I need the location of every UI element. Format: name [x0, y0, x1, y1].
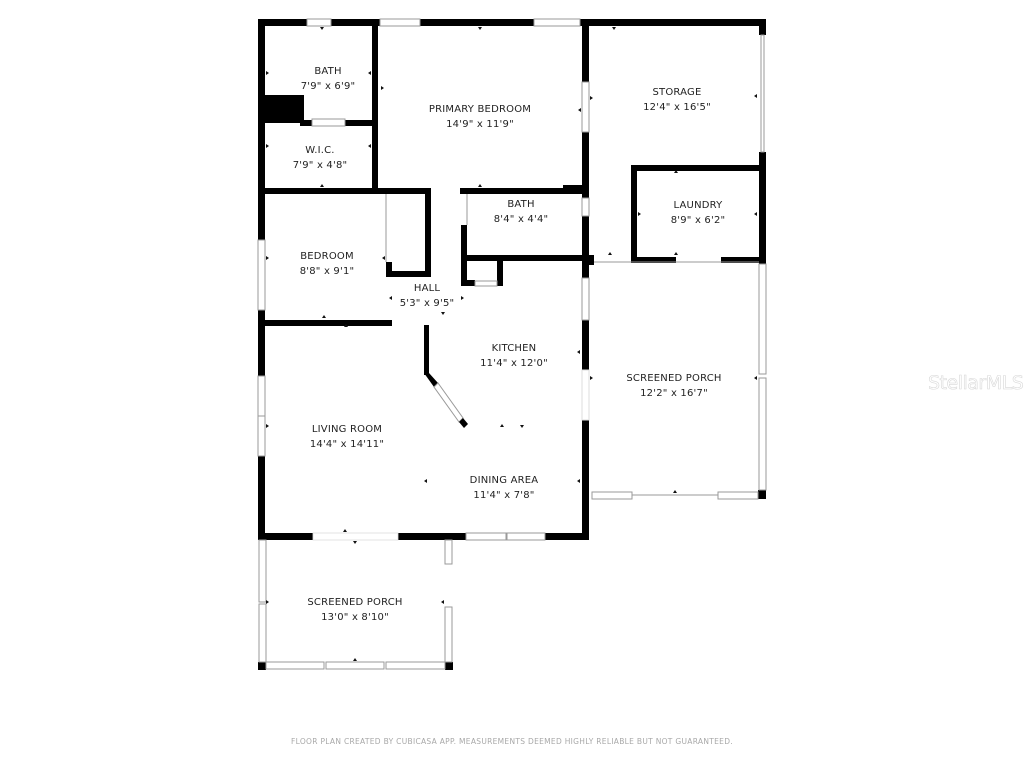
room-bedroom: BEDROOM 8'8" x 9'1"	[300, 249, 355, 279]
room-dimensions: 12'2" x 16'7"	[640, 388, 708, 399]
room-bath-2: BATH 8'4" x 4'4"	[494, 197, 549, 227]
room-name: PRIMARY BEDROOM	[428, 104, 532, 115]
room-name: STORAGE	[652, 87, 702, 98]
room-name: DINING AREA	[469, 475, 539, 486]
room-bath-1: BATH 7'9" x 6'9"	[301, 64, 356, 94]
room-dining-area: DINING AREA 11'4" x 7'8"	[470, 473, 539, 503]
room-dimensions: 12'4" x 16'5"	[643, 102, 711, 113]
room-primary-bedroom: PRIMARY BEDROOM 14'9" x 11'9"	[429, 102, 531, 132]
room-dimensions: 11'4" x 12'0"	[480, 358, 548, 369]
room-kitchen: KITCHEN 11'4" x 12'0"	[480, 341, 548, 371]
footer-disclaimer: FLOOR PLAN CREATED BY CUBICASA APP. MEAS…	[291, 737, 733, 746]
room-name: LAUNDRY	[673, 200, 723, 211]
room-dimensions: 13'0" x 8'10"	[321, 612, 389, 623]
room-name: KITCHEN	[491, 343, 537, 354]
room-wic: W.I.C. 7'9" x 4'8"	[293, 143, 348, 173]
room-dimensions: 7'9" x 6'9"	[300, 81, 356, 92]
room-dimensions: 5'3" x 9'5"	[399, 298, 455, 309]
room-dimensions: 14'9" x 11'9"	[446, 119, 514, 130]
room-name: SCREENED PORCH	[307, 597, 403, 608]
room-name: BEDROOM	[300, 251, 354, 262]
room-dimensions: 8'8" x 9'1"	[299, 266, 355, 277]
room-dimensions: 7'9" x 4'8"	[292, 160, 348, 171]
room-hall: HALL 5'3" x 9'5"	[400, 281, 455, 311]
room-name: HALL	[413, 283, 441, 294]
room-living-room: LIVING ROOM 14'4" x 14'11"	[310, 422, 384, 452]
room-screened-porch-east: SCREENED PORCH 12'2" x 16'7"	[626, 371, 721, 401]
room-storage: STORAGE 12'4" x 16'5"	[643, 85, 711, 115]
room-screened-porch-south: SCREENED PORCH 13'0" x 8'10"	[307, 595, 402, 625]
room-dimensions: 11'4" x 7'8"	[473, 490, 535, 501]
room-dimensions: 8'9" x 6'2"	[670, 215, 726, 226]
room-name: LIVING ROOM	[311, 424, 383, 435]
room-dimensions: 8'4" x 4'4"	[493, 214, 549, 225]
room-name: BATH	[507, 199, 535, 210]
windows	[257, 18, 767, 670]
dimension-markers	[266, 27, 757, 661]
room-name: W.I.C.	[305, 145, 335, 156]
room-name: BATH	[314, 66, 342, 77]
room-laundry: LAUNDRY 8'9" x 6'2"	[671, 198, 726, 228]
room-dimensions: 14'4" x 14'11"	[309, 439, 385, 450]
room-name: SCREENED PORCH	[626, 373, 722, 384]
stellarmls-watermark: StellarMLS	[928, 372, 1024, 395]
